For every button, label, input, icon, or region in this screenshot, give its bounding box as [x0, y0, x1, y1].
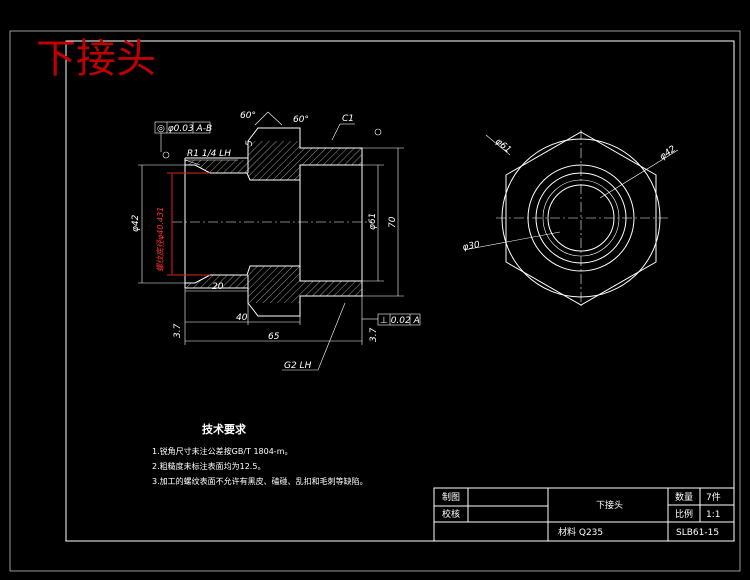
g2-thread-label: G2 LH	[284, 361, 312, 371]
side-dia30-label: φ30	[462, 240, 481, 253]
thread-callout-label: R1 1/4 LH	[187, 149, 231, 159]
scale-value: 1:1	[706, 510, 720, 520]
drawing-number: SLB61-15	[676, 528, 719, 538]
page-title: 下接头	[36, 36, 156, 82]
front-dim20-label: 20	[212, 282, 224, 292]
side-dia42-label: φ42	[658, 144, 678, 162]
front-dim70-label: 70	[388, 216, 398, 228]
tol-frame-left: ◎ φ0.03 A-B	[157, 124, 212, 134]
dim-3-7-right: 3.7	[369, 327, 379, 342]
front-dia42-label: φ42	[131, 214, 141, 232]
tech-req-item-2: 2.粗糙度未标注表面均为12.5。	[152, 461, 265, 471]
front-section-view: 螺纹底径φ40.431 φ42 R1 1/4 LH ◎ φ0.03 A-B 60…	[131, 111, 421, 371]
inner-border	[65, 40, 735, 542]
drawn-label: 制图	[442, 491, 460, 503]
front-dim65-label: 65	[268, 332, 280, 342]
qty-label: 数量	[675, 491, 693, 503]
upper-wall-hatch	[185, 141, 362, 180]
tech-req-item-1: 1.锐角尺寸未注公差按GB/T 1804-m。	[152, 446, 292, 456]
outer-border	[9, 30, 741, 572]
tech-req-heading: 技术要求	[202, 422, 247, 436]
technical-requirements: 技术要求 1.锐角尺寸未注公差按GB/T 1804-m。 2.粗糙度未标注表面均…	[152, 422, 368, 486]
dim-5-label: 5	[245, 140, 255, 146]
angle-left-label: 60°	[240, 111, 256, 121]
thread-inner-dia-label: 螺纹底径φ40.431	[156, 207, 165, 272]
chamfer-label: C1	[342, 114, 354, 124]
dim-3-7-left: 3.7	[173, 323, 183, 338]
side-end-view: φ61 φ42 φ30	[462, 130, 678, 306]
title-block: 制图 校核 下接头 数量 7件 比例 1:1 材料 Q235 SLB61-15	[433, 487, 735, 542]
front-dim40-label: 40	[236, 313, 248, 323]
front-dia61-label: φ61	[368, 213, 378, 230]
part-name: 下接头	[596, 499, 623, 511]
angle-right-label: 60°	[293, 115, 309, 125]
material-label: 材料 Q235	[558, 526, 603, 538]
qty-value: 7件	[706, 491, 721, 503]
check-label: 校核	[442, 508, 460, 520]
side-dia61-label: φ61	[493, 137, 513, 156]
tech-req-item-3: 3.加工的螺纹表面不允许有黑皮、磕碰、乱扣和毛刺等缺陷。	[152, 476, 368, 486]
scale-label: 比例	[675, 508, 693, 520]
tol-frame-right: ⊥ 0.02 A	[380, 316, 420, 326]
